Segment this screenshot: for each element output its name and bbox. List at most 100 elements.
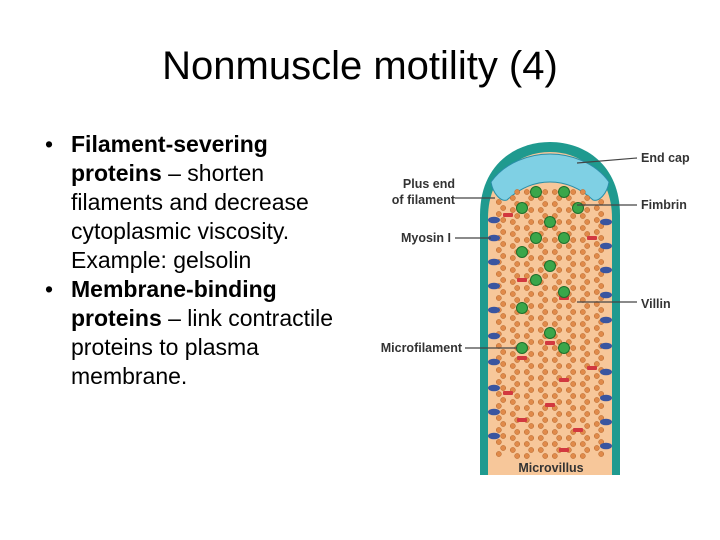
actin-bead xyxy=(495,343,502,349)
actin-bead xyxy=(500,433,507,439)
actin-bead xyxy=(495,211,502,217)
actin-bead xyxy=(570,309,577,315)
label-end-cap: End cap xyxy=(641,151,690,165)
end-cap-leader xyxy=(576,157,638,164)
actin-bead xyxy=(551,345,558,351)
myosin-oval xyxy=(600,394,612,402)
actin-bead xyxy=(537,219,544,225)
actin-bead xyxy=(551,237,558,243)
actin-bead xyxy=(579,357,586,363)
actin-bead xyxy=(509,267,516,273)
actin-bead xyxy=(593,361,600,367)
actin-bead xyxy=(598,403,605,409)
label-myosin: Myosin I xyxy=(401,231,451,245)
actin-bead xyxy=(500,277,507,283)
actin-bead xyxy=(593,289,600,295)
actin-bead xyxy=(537,411,544,417)
actin-bead xyxy=(556,411,563,417)
actin-bead xyxy=(570,237,577,243)
bullet-text: – link contractile proteins to plasma me… xyxy=(71,305,334,389)
myosin-oval xyxy=(488,234,500,242)
actin-bead xyxy=(598,379,605,385)
actin-bead xyxy=(523,393,530,399)
actin-bead xyxy=(584,303,591,309)
actin-bead xyxy=(500,229,507,235)
actin-bead xyxy=(593,349,600,355)
actin-bead xyxy=(500,217,507,223)
actin-bead xyxy=(570,405,577,411)
actin-bead xyxy=(551,201,558,207)
actin-bead xyxy=(570,321,577,327)
actin-bead xyxy=(584,351,591,357)
actin-bead xyxy=(570,453,577,459)
actin-bead xyxy=(579,285,586,291)
myosin-oval xyxy=(600,218,612,226)
actin-bead xyxy=(537,327,544,333)
actin-bead xyxy=(500,265,507,271)
myosin-oval xyxy=(488,432,500,440)
myosin-oval xyxy=(488,282,500,290)
actin-bead xyxy=(565,327,572,333)
actin-bead xyxy=(495,415,502,421)
actin-bead xyxy=(514,237,521,243)
actin-bead xyxy=(523,189,530,195)
actin-bead xyxy=(495,367,502,373)
actin-bead xyxy=(565,399,572,405)
actin-bead xyxy=(528,219,535,225)
actin-bead xyxy=(579,405,586,411)
actin-bead xyxy=(551,297,558,303)
actin-bead xyxy=(542,273,549,279)
actin-bead xyxy=(528,375,535,381)
actin-bead xyxy=(565,387,572,393)
actin-bead xyxy=(556,219,563,225)
actin-bead xyxy=(584,387,591,393)
actin-bead xyxy=(579,213,586,219)
actin-bead xyxy=(523,297,530,303)
myosin-oval xyxy=(600,266,612,274)
fimbrin-dot xyxy=(516,342,528,354)
bullet-marker: • xyxy=(45,131,54,157)
actin-bead xyxy=(551,381,558,387)
actin-bead xyxy=(500,325,507,331)
actin-bead xyxy=(509,315,516,321)
fimbrin-group xyxy=(516,186,584,354)
fimbrin-dot xyxy=(572,202,584,214)
actin-bead xyxy=(598,331,605,337)
villin-mark xyxy=(503,391,513,395)
actin-bead xyxy=(509,423,516,429)
actin-bead xyxy=(551,249,558,255)
actin-bead xyxy=(514,213,521,219)
bullet-term: Membrane-binding proteins xyxy=(71,276,277,331)
actin-bead xyxy=(570,261,577,267)
actin-filaments xyxy=(495,189,605,459)
actin-bead xyxy=(570,225,577,231)
label-plus-end-2: of filament xyxy=(392,193,456,207)
actin-bead xyxy=(500,349,507,355)
myosin-oval xyxy=(488,332,500,340)
actin-bead xyxy=(584,423,591,429)
actin-bead xyxy=(537,207,544,213)
actin-bead xyxy=(556,387,563,393)
bullet-term: Filament-severing proteins xyxy=(71,131,268,186)
actin-bead xyxy=(509,291,516,297)
actin-bead xyxy=(537,387,544,393)
actin-bead xyxy=(570,441,577,447)
actin-bead xyxy=(579,453,586,459)
microvillus-diagram: End cap Plus end of filament Fimbrin Myo… xyxy=(345,130,720,490)
actin-bead xyxy=(565,267,572,273)
actin-bead xyxy=(528,243,535,249)
label-plus-end-1: Plus end xyxy=(403,177,455,191)
fimbrin-dot xyxy=(530,186,542,198)
actin-bead xyxy=(528,267,535,273)
actin-bead xyxy=(542,393,549,399)
actin-bead xyxy=(570,381,577,387)
actin-bead xyxy=(584,315,591,321)
actin-bead xyxy=(579,249,586,255)
fimbrin-dot xyxy=(558,286,570,298)
actin-bead xyxy=(551,285,558,291)
fimbrin-dot xyxy=(530,232,542,244)
actin-bead xyxy=(570,417,577,423)
actin-bead xyxy=(523,381,530,387)
actin-bead xyxy=(528,423,535,429)
actin-bead xyxy=(537,423,544,429)
